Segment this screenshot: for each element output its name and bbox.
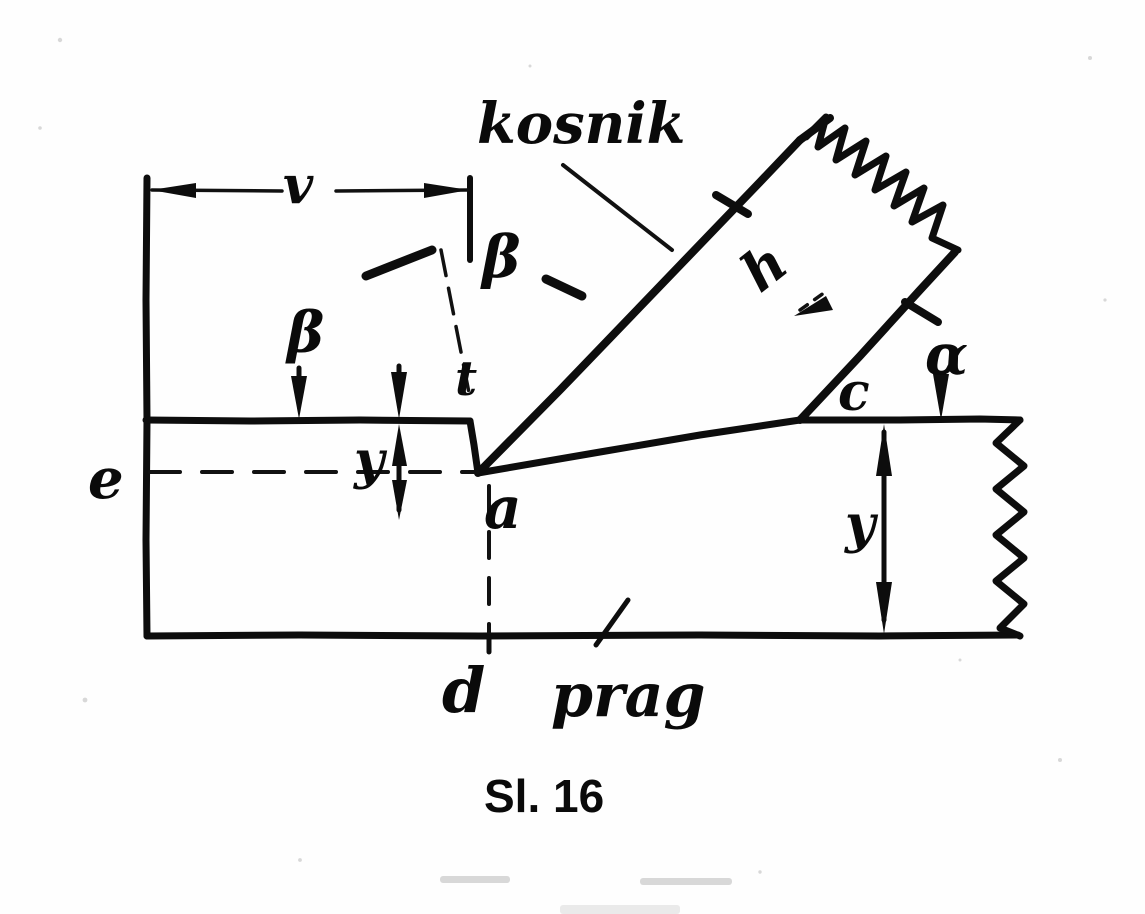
beta-construction-dashed: [439, 248, 472, 400]
v-arrowhead-left: [151, 183, 196, 198]
label-a: a: [484, 474, 522, 542]
left-edge-line: [142, 174, 151, 640]
beta-lower-arrowhead: [291, 376, 307, 419]
label-y-right: y: [844, 494, 879, 555]
label-alpha: α: [925, 322, 968, 388]
scan-noise: [38, 37, 1107, 914]
base-line: [143, 631, 1022, 640]
brace-upper-edge: [796, 248, 959, 424]
figure-caption: Sl. 16: [484, 770, 604, 822]
v-arrowhead-right: [424, 183, 469, 198]
h-upper-tick: [712, 191, 752, 218]
label-c: c: [838, 362, 870, 423]
beta-upper-leader: [541, 274, 587, 301]
upper-surface-right: [796, 415, 1024, 424]
label-e: e: [88, 446, 124, 512]
alpha-arrowhead: [933, 374, 949, 420]
beta-angle-arm: [361, 245, 437, 281]
brace-break-zigzag: [802, 113, 962, 254]
alpha-upper-tick: [901, 298, 942, 326]
label-beta-lower: β: [285, 300, 324, 366]
kosnik-leader-line: [561, 163, 674, 252]
y-left-arrowhead-up: [392, 424, 407, 466]
label-y-left: y: [353, 430, 388, 491]
label-h: h: [729, 230, 799, 305]
mid-vertical-arrowhead: [391, 372, 407, 419]
notch-seat-line: [474, 416, 804, 477]
label-kosnik: kosnik: [477, 91, 685, 157]
brace-lower-edge: [474, 136, 804, 477]
label-d: d: [442, 654, 485, 727]
prag-leader-tick: [593, 597, 631, 648]
y-left-arrowhead-down: [392, 480, 407, 520]
y-right-arrowhead-up: [876, 424, 892, 476]
label-prag: prag: [551, 661, 705, 731]
notch-left-face: [466, 417, 482, 477]
label-t-vertex: t: [455, 351, 477, 407]
y-right-arrowhead-down: [876, 582, 892, 634]
label-beta-upper: β: [480, 223, 521, 291]
h-arrowhead: [794, 296, 833, 316]
h-dashed-leader: [798, 288, 830, 312]
label-v: v: [283, 155, 314, 216]
upper-surface-left: [142, 416, 474, 425]
right-break-zigzag: [992, 416, 1028, 640]
